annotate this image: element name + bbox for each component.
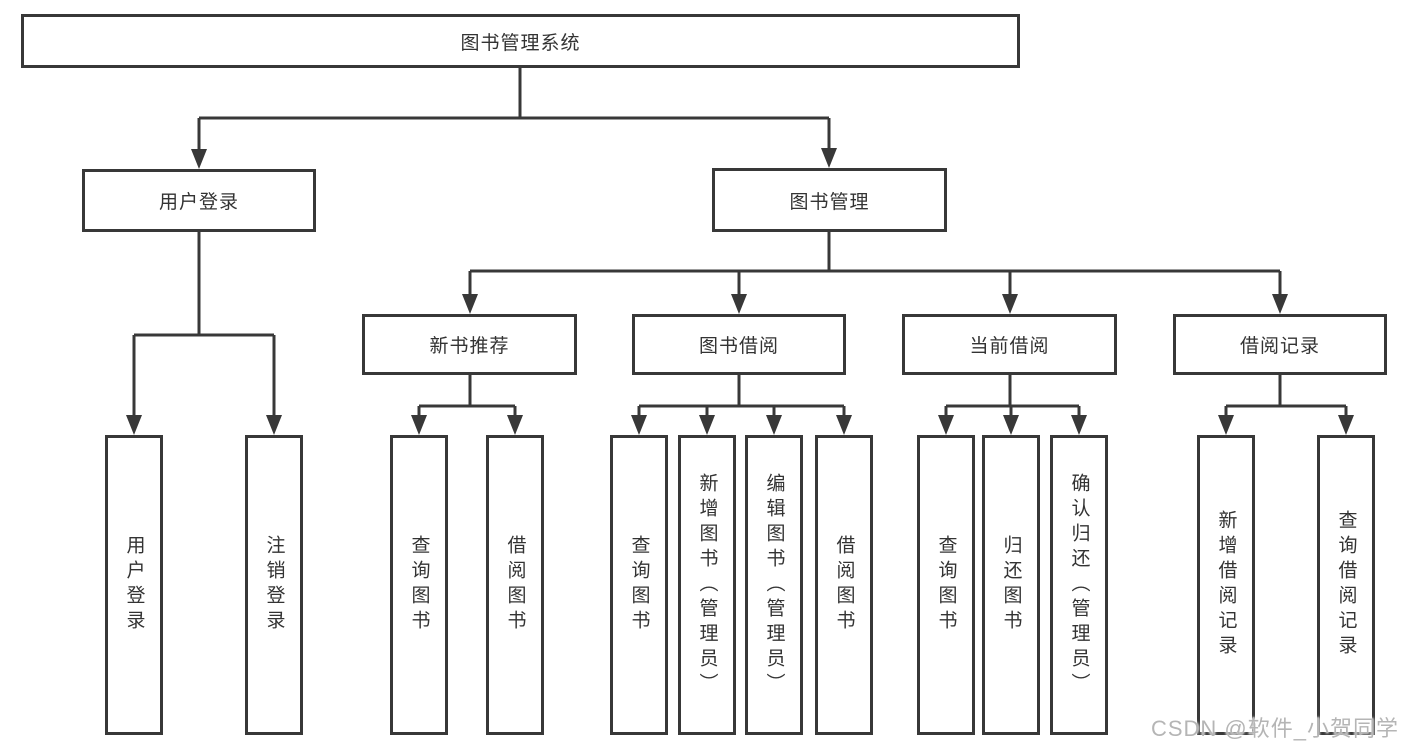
leaf-user-login-label: 用户登录: [123, 535, 145, 635]
leaf-query-borrow-record: 查询借阅记录: [1317, 435, 1375, 735]
connector-book-mgmt-to-level3: [462, 232, 1288, 314]
node-book-borrowing: 图书借阅: [632, 314, 846, 375]
node-borrowing-records: 借阅记录: [1173, 314, 1387, 375]
leaf-add-borrow-record-label: 新增借阅记录: [1215, 510, 1237, 660]
leaf-confirm-return-admin-label: 确认归还（管理员）: [1068, 472, 1090, 698]
leaf-query-books-recommend: 查询图书: [390, 435, 448, 735]
leaf-logout: 注销登录: [245, 435, 303, 735]
leaf-borrow-books: 借阅图书: [815, 435, 873, 735]
leaf-add-borrow-record: 新增借阅记录: [1197, 435, 1255, 735]
leaf-borrow-books-recommend-label: 借阅图书: [504, 535, 526, 635]
leaf-user-login: 用户登录: [105, 435, 163, 735]
leaf-edit-book-admin: 编辑图书（管理员）: [745, 435, 803, 735]
connector-records-to-leaves: [1218, 375, 1354, 435]
node-book-management: 图书管理: [712, 168, 947, 232]
leaf-query-borrow-record-label: 查询借阅记录: [1335, 510, 1357, 660]
leaf-borrow-books-label: 借阅图书: [833, 535, 855, 635]
csdn-watermark: CSDN @软件_小贺同学: [1150, 716, 1399, 741]
leaf-edit-book-admin-label: 编辑图书（管理员）: [763, 472, 785, 698]
node-current-borrowing: 当前借阅: [902, 314, 1117, 375]
leaf-query-books-current: 查询图书: [917, 435, 975, 735]
leaf-return-books: 归还图书: [982, 435, 1040, 735]
leaf-query-books-borrow-label: 查询图书: [628, 535, 650, 635]
leaf-add-book-admin: 新增图书（管理员）: [678, 435, 736, 735]
leaf-logout-label: 注销登录: [263, 535, 285, 635]
leaf-query-books-borrow: 查询图书: [610, 435, 668, 735]
leaf-query-books-current-label: 查询图书: [935, 535, 957, 635]
connector-user-login-to-leaves: [126, 232, 282, 435]
node-user-login: 用户登录: [82, 169, 316, 232]
leaf-borrow-books-recommend: 借阅图书: [486, 435, 544, 735]
leaf-return-books-label: 归还图书: [1000, 535, 1022, 635]
leaf-confirm-return-admin: 确认归还（管理员）: [1050, 435, 1108, 735]
connector-new-book-to-leaves: [411, 375, 523, 435]
connector-current-borrow-to-leaves: [938, 375, 1087, 435]
node-new-book-recommendation: 新书推荐: [362, 314, 577, 375]
node-library-management-system: 图书管理系统: [21, 14, 1020, 68]
leaf-add-book-admin-label: 新增图书（管理员）: [696, 472, 718, 698]
connector-root-to-level2: [191, 68, 837, 169]
connector-book-borrow-to-leaves: [631, 375, 852, 435]
leaf-query-books-recommend-label: 查询图书: [408, 535, 430, 635]
